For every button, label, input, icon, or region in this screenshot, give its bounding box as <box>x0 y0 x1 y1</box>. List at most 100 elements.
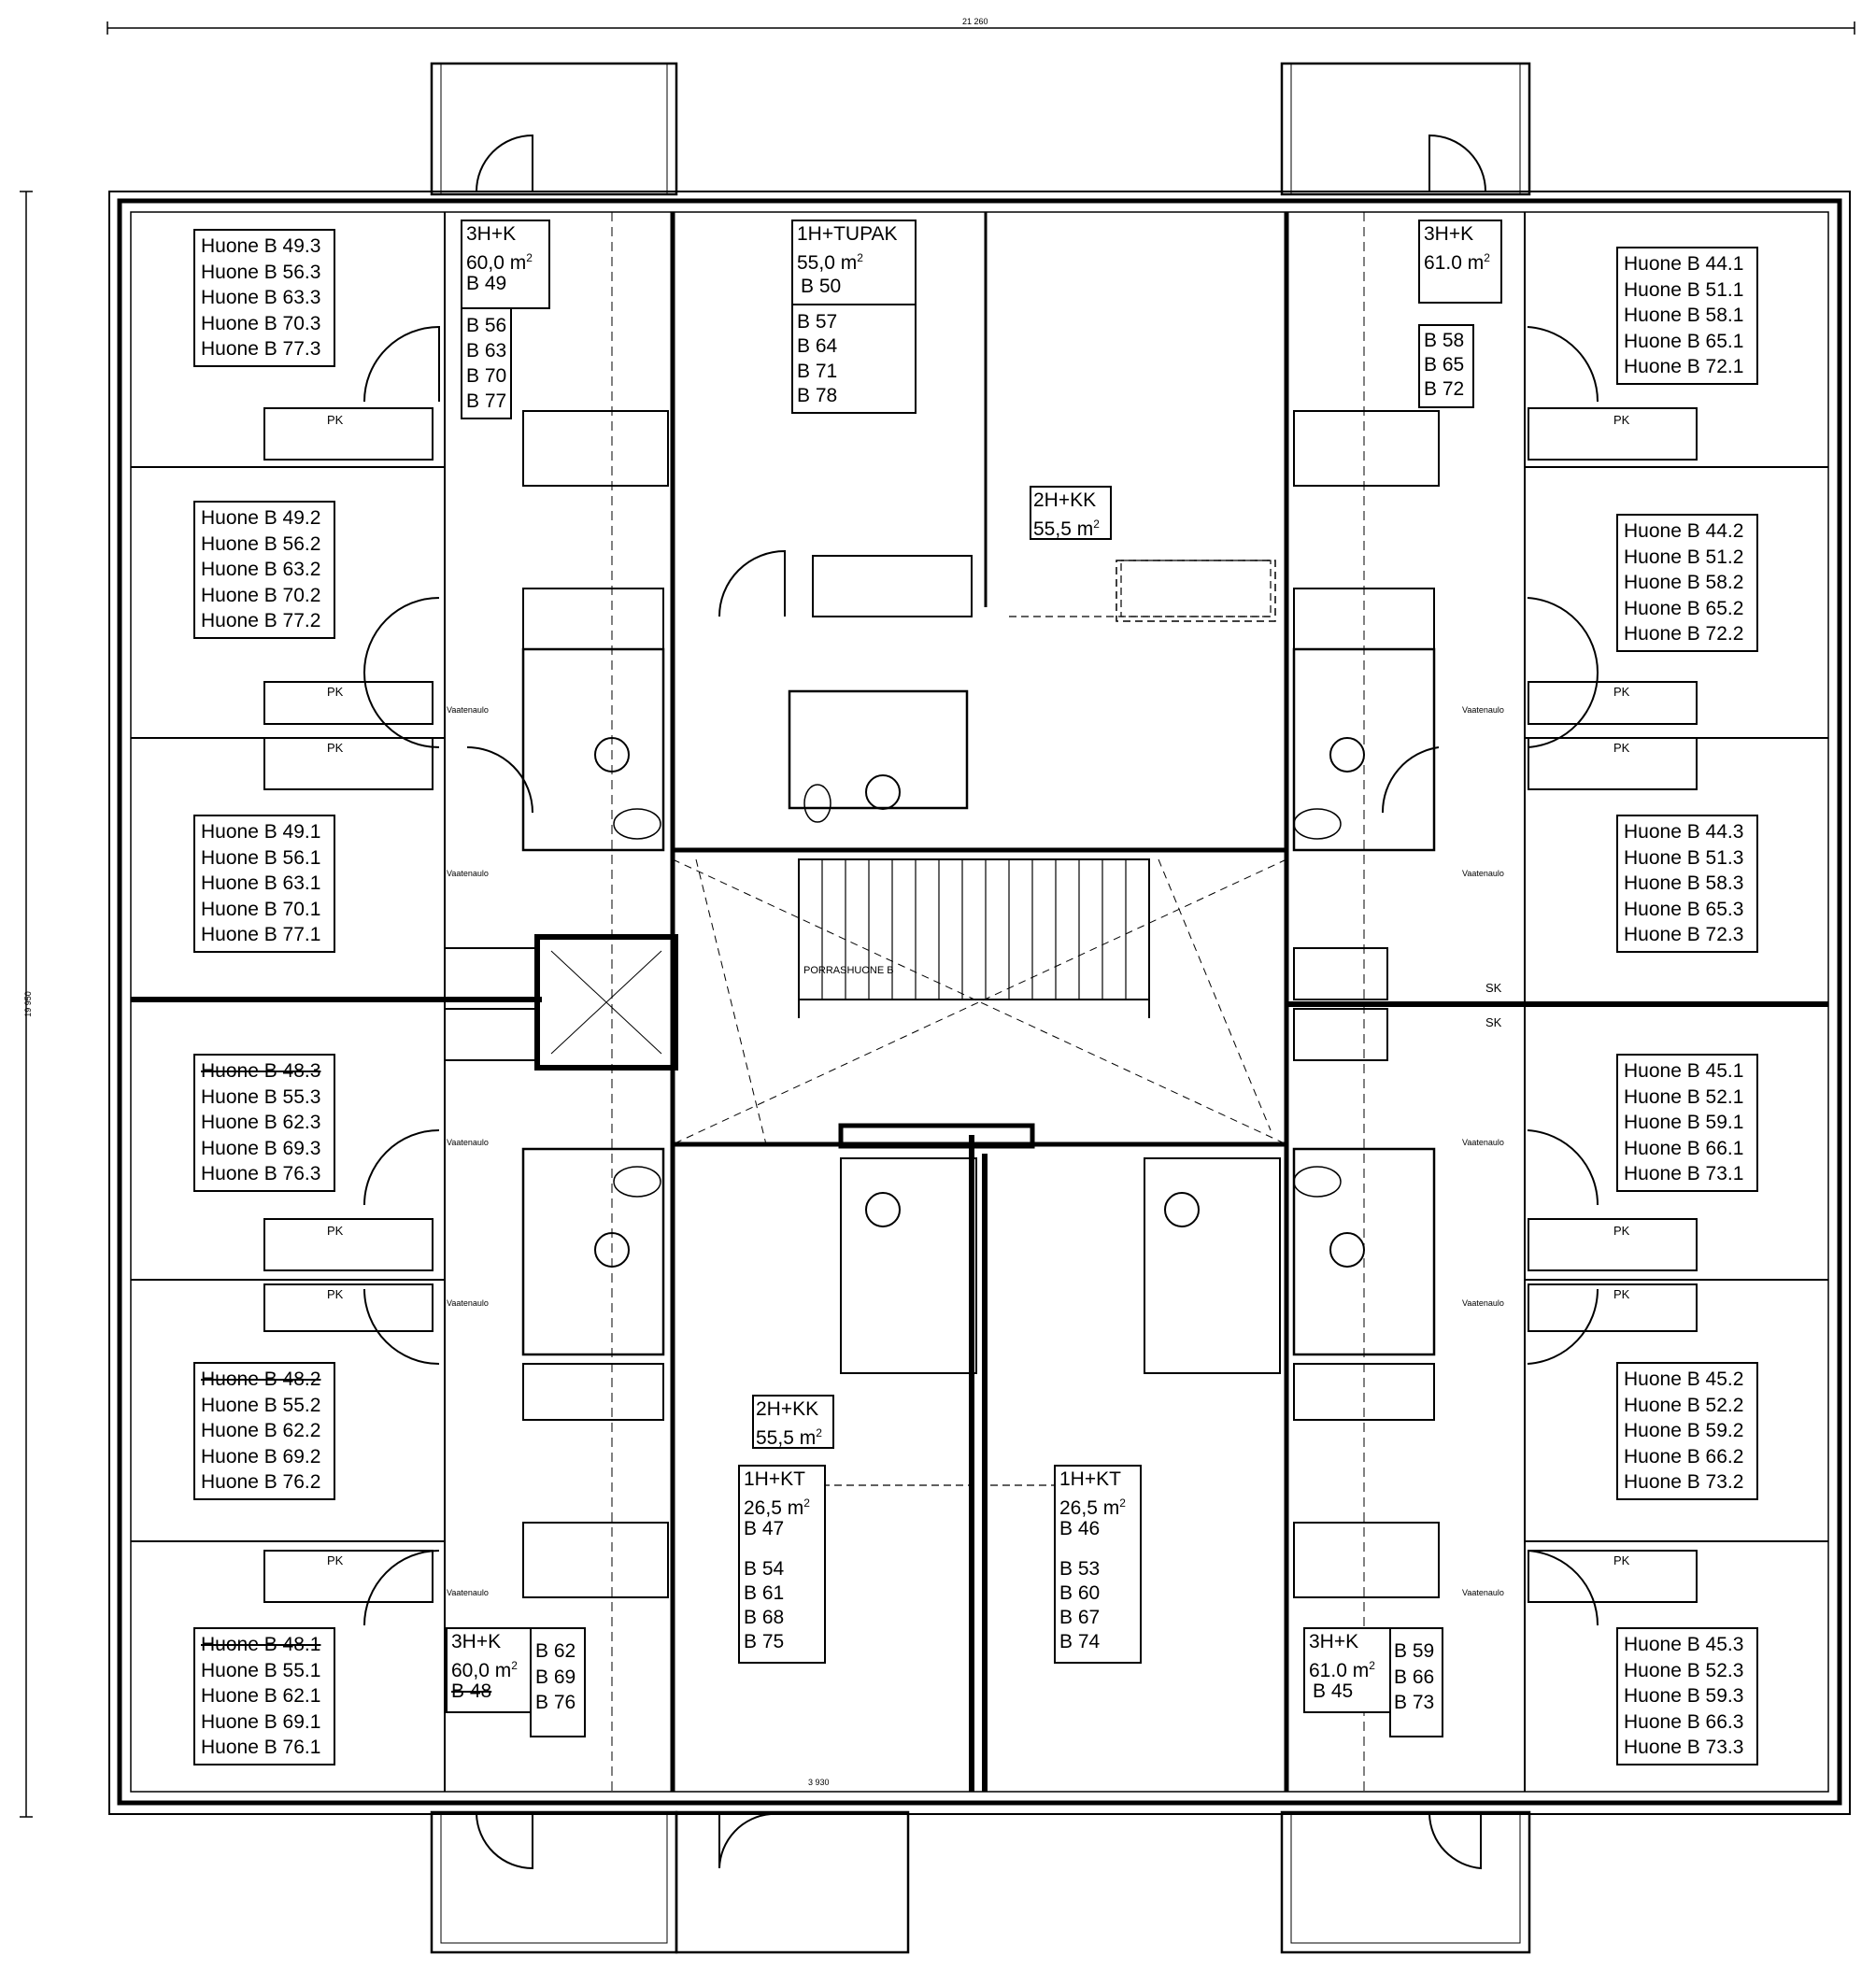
apartment-id: B 50 <box>801 276 842 297</box>
closet-label: Vaatenaulo <box>447 1138 489 1147</box>
room-label: Huone B 51.2 <box>1624 546 1744 568</box>
unit-id: B 68 <box>744 1607 785 1628</box>
wardrobe-label: PK <box>327 685 344 699</box>
room-list-sw-2: Huone B 48.2 Huone B 55.2 Huone B 62.2 H… <box>193 1362 335 1500</box>
room-label: Huone B 63.2 <box>201 559 321 580</box>
room-label: Huone B 66.3 <box>1624 1710 1744 1733</box>
label-box <box>1054 1465 1142 1664</box>
stair-label: PORRASHUONE B <box>803 965 894 976</box>
apartment-type: 1H+KT <box>744 1468 805 1490</box>
unit-id: B 66 <box>1394 1666 1435 1688</box>
room-list-se-2: Huone B 45.2 Huone B 52.2 Huone B 59.2 H… <box>1616 1362 1758 1500</box>
apartment-area: 55,5 m2 <box>756 1426 822 1449</box>
apartment-area: 26,5 m2 <box>744 1496 810 1519</box>
wardrobe-label: PK <box>327 741 344 755</box>
unit-id: B 57 <box>797 311 838 333</box>
wardrobe-label: PK <box>327 1224 344 1238</box>
label-box <box>791 304 917 414</box>
storage-label: SK <box>1485 1015 1502 1029</box>
wardrobe-label: PK <box>1613 1553 1630 1567</box>
unit-id: B 56 <box>466 315 507 336</box>
overall-height-label: 19 950 <box>22 991 33 1017</box>
apartment-area: 61.0 m2 <box>1309 1659 1375 1681</box>
unit-id: B 78 <box>797 385 838 406</box>
label-box <box>1418 324 1474 408</box>
room-label: Huone B 66.1 <box>1624 1137 1744 1159</box>
apartment-label-b47: 1H+KT 26,5 m2 B 47 B 54 B 61 B 68 B 75 <box>738 1465 828 1666</box>
unit-id: B 74 <box>1059 1631 1101 1652</box>
room-label: Huone B 48.2 <box>201 1368 321 1390</box>
unit-id: B 72 <box>1424 378 1465 400</box>
room-list-nw-3: Huone B 49.1 Huone B 56.1 Huone B 63.1 H… <box>193 815 335 953</box>
room-label: Huone B 70.2 <box>201 584 321 606</box>
room-label: Huone B 59.2 <box>1624 1420 1744 1441</box>
room-label: Huone B 55.1 <box>201 1659 321 1681</box>
label-box <box>530 1627 586 1737</box>
room-label: Huone B 56.3 <box>201 261 321 283</box>
apartment-label-b45: 3H+K 61.0 m2 B 45 B 59 B 66 B 73 <box>1303 1627 1445 1737</box>
room-label: Huone B 73.1 <box>1624 1163 1744 1184</box>
unit-id: B 71 <box>797 361 838 382</box>
label-box <box>461 220 550 309</box>
label-box <box>1030 486 1112 540</box>
unit-id: B 67 <box>1059 1607 1101 1628</box>
room-label: Huone B 52.2 <box>1624 1394 1744 1416</box>
apartment-label-b50: 1H+TUPAK 55,0 m2 B 50 B 57 B 64 B 71 B 7… <box>791 220 922 416</box>
apartment-area: 60,0 m2 <box>466 251 533 274</box>
unit-id: B 69 <box>535 1666 576 1688</box>
unit-id: B 64 <box>797 335 838 357</box>
room-label: Huone B 62.3 <box>201 1112 321 1133</box>
apartment-type: 2H+KK <box>1033 489 1097 511</box>
closet-label: Vaatenaulo <box>447 1298 489 1308</box>
closet-label: Vaatenaulo <box>447 705 489 715</box>
apartment-label-b44: 3H+K 61.0 m2 B 58 B 65 B 72 <box>1418 220 1507 411</box>
room-list-se-1: Huone B 45.1 Huone B 52.1 Huone B 59.1 H… <box>1616 1054 1758 1192</box>
room-label: Huone B 44.3 <box>1624 821 1744 843</box>
room-label: Huone B 62.2 <box>201 1420 321 1441</box>
room-label: Huone B 77.3 <box>201 338 321 360</box>
apartment-id: B 45 <box>1313 1680 1354 1702</box>
apartment-id: B 47 <box>744 1518 785 1539</box>
room-label: Huone B 44.1 <box>1624 253 1744 275</box>
wardrobe-label: PK <box>327 1287 344 1301</box>
room-label: Huone B 70.1 <box>201 898 321 920</box>
room-label: Huone B 65.1 <box>1624 330 1744 352</box>
unit-id: B 73 <box>1394 1692 1435 1713</box>
room-label: Huone B 73.2 <box>1624 1471 1744 1493</box>
unit-id: B 65 <box>1424 354 1465 376</box>
wardrobe-label: PK <box>1613 741 1630 755</box>
room-label: Huone B 59.3 <box>1624 1685 1744 1707</box>
room-label: Huone B 49.3 <box>201 235 321 257</box>
room-label: Huone B 76.2 <box>201 1471 321 1493</box>
room-label: Huone B 56.1 <box>201 846 321 869</box>
wardrobe-label: PK <box>327 1553 344 1567</box>
room-list-ne-3: Huone B 44.3 Huone B 51.3 Huone B 58.3 H… <box>1616 815 1758 953</box>
room-list-se-3: Huone B 45.3 Huone B 52.3 Huone B 59.3 H… <box>1616 1627 1758 1765</box>
apartment-id: B 48 <box>451 1680 492 1702</box>
room-label: Huone B 49.2 <box>201 507 321 529</box>
apartment-label-b46: 1H+KT 26,5 m2 B 46 B 53 B 60 B 67 B 74 <box>1054 1465 1144 1666</box>
room-label: Huone B 58.2 <box>1624 572 1744 593</box>
room-label: Huone B 49.1 <box>201 821 321 843</box>
room-label: Huone B 51.3 <box>1624 846 1744 869</box>
room-label: Huone B 66.2 <box>1624 1445 1744 1468</box>
room-label: Huone B 69.3 <box>201 1137 321 1159</box>
unit-id: B 63 <box>466 340 507 362</box>
apartment-type: 1H+TUPAK <box>797 223 898 245</box>
room-label: Huone B 55.2 <box>201 1394 321 1416</box>
apartment-type: 1H+KT <box>1059 1468 1121 1490</box>
room-label: Huone B 59.1 <box>1624 1112 1744 1133</box>
apartment-label-kk-top: 2H+KK 55,5 m2 <box>1030 486 1112 540</box>
apartment-area: 26,5 m2 <box>1059 1496 1126 1519</box>
room-label: Huone B 44.2 <box>1624 520 1744 542</box>
closet-label: Vaatenaulo <box>447 869 489 878</box>
room-list-sw-1: Huone B 48.3 Huone B 55.3 Huone B 62.3 H… <box>193 1054 335 1192</box>
room-label: Huone B 58.3 <box>1624 872 1744 894</box>
room-list-nw-2: Huone B 49.2 Huone B 56.2 Huone B 63.2 H… <box>193 501 335 639</box>
room-label: Huone B 45.2 <box>1624 1368 1744 1390</box>
unit-id: B 62 <box>535 1640 576 1662</box>
room-label: Huone B 52.1 <box>1624 1085 1744 1108</box>
room-label: Huone B 48.1 <box>201 1634 321 1655</box>
apartment-area: 60,0 m2 <box>451 1659 518 1681</box>
room-label: Huone B 72.3 <box>1624 924 1744 945</box>
